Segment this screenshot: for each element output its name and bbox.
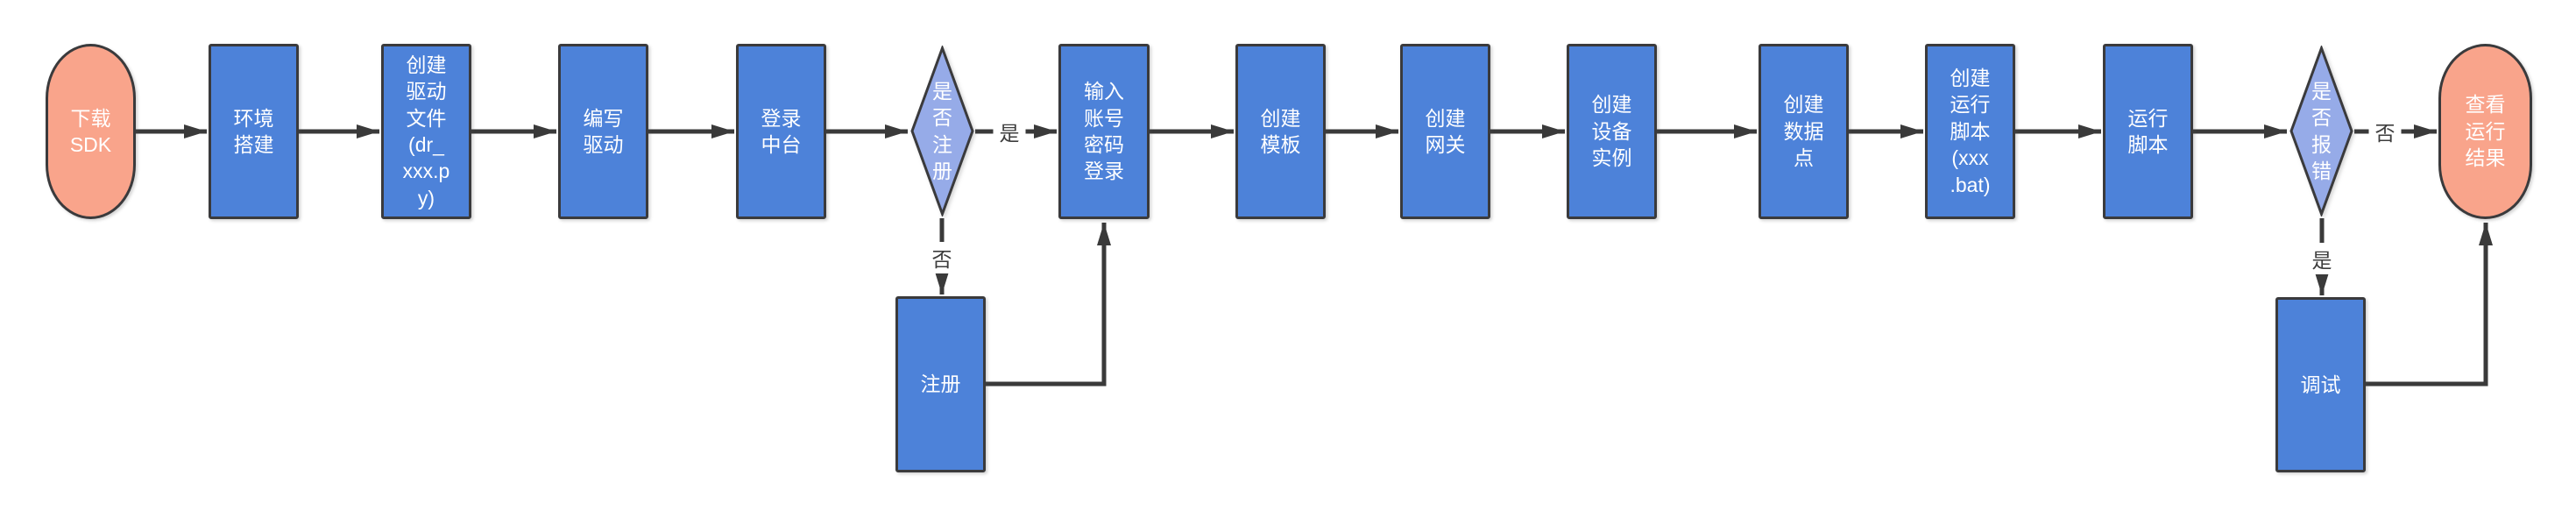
node-write-driver: 编写 驱动 [558,44,648,219]
node-enter-account-login: 输入 账号 密码 登录 [1058,44,1150,219]
node-create-data-point: 创建 数据 点 [1759,44,1849,219]
node-label-is-registered: 是 否 注 册 [932,79,952,182]
node-label-debug: 调试 [2300,373,2341,396]
edge-label-is-registered-to-enter-account-login: 是 [993,116,1026,147]
node-label-env-setup: 环境 搭建 [233,106,274,156]
node-create-template: 创建 模板 [1235,44,1326,219]
node-create-gateway: 创建 网关 [1400,44,1490,219]
node-label-has-error: 是 否 报 错 [2311,79,2332,182]
node-run-script: 运行 脚本 [2103,44,2193,219]
edge-label-has-error-to-debug: 是 [2305,243,2339,274]
node-label-download-sdk: 下载 SDK [69,106,112,156]
edge-label-is-registered-to-register: 否 [925,242,959,273]
edge-debug-to-view-result [2365,223,2493,387]
node-label-write-driver: 编写 驱动 [583,106,624,156]
node-label-run-script: 运行 脚本 [2127,106,2169,156]
node-create-driver-file: 创建 驱动 文件 (dr_ xxx.p y) [381,44,471,219]
diamond-shape-has-error [2289,46,2353,216]
node-label-view-result: 查看 运行 结果 [2465,93,2506,170]
node-view-result: 查看 运行 结果 [2438,44,2532,219]
node-label-enter-account-login: 输入 账号 密码 登录 [1084,80,1124,183]
node-label-create-device-instance: 创建 设备 实例 [1591,93,1632,170]
node-debug: 调试 [2275,297,2366,472]
node-download-sdk: 下载 SDK [46,44,136,219]
node-label-login-platform: 登录 中台 [761,106,802,156]
node-is-registered: 是 否 注 册 [909,46,975,216]
node-label-create-data-point: 创建 数据 点 [1783,93,1824,170]
edge-label-has-error-to-view-result: 否 [2368,116,2402,147]
diamond-shape-is-registered [910,46,974,216]
node-label-register: 注册 [920,373,961,396]
node-has-error: 是 否 报 错 [2289,46,2354,216]
node-label-create-driver-file: 创建 驱动 文件 (dr_ xxx.p y) [402,53,450,209]
node-create-device-instance: 创建 设备 实例 [1567,44,1657,219]
node-env-setup: 环境 搭建 [209,44,299,219]
node-label-create-template: 创建 模板 [1260,106,1301,156]
edge-register-to-enter-account-login [986,223,1111,387]
node-label-create-run-script: 创建 运行 脚本 (xxx .bat) [1950,67,1991,196]
node-register: 注册 [895,296,986,472]
node-label-create-gateway: 创建 网关 [1425,106,1466,156]
node-create-run-script: 创建 运行 脚本 (xxx .bat) [1925,44,2015,219]
node-login-platform: 登录 中台 [736,44,826,219]
